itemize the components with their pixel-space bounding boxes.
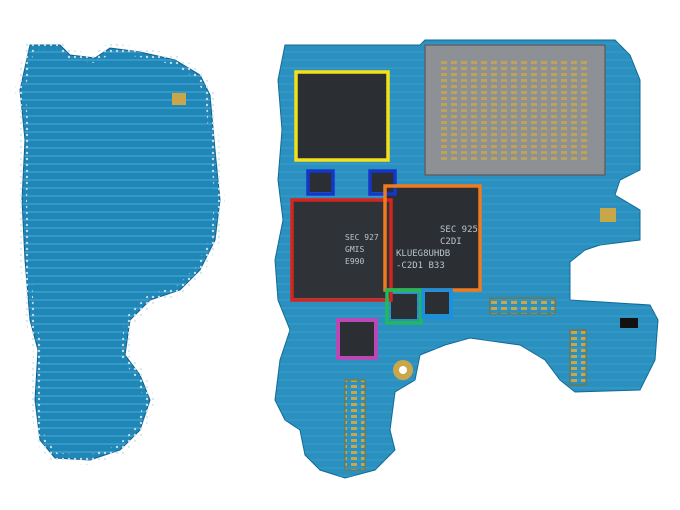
gold-pad	[172, 93, 186, 105]
sensor-component	[620, 318, 638, 328]
processor-chip	[292, 200, 390, 298]
highlight-boxes	[290, 70, 482, 360]
highlight-light-blue	[421, 288, 453, 319]
processor-chip-label-3: E990	[345, 257, 364, 266]
highlight-green	[385, 288, 423, 325]
small-chip	[309, 172, 332, 192]
processor-chip-label-1: SEC 927	[345, 233, 379, 242]
flex-connector	[344, 379, 366, 471]
gold-pad	[600, 208, 616, 222]
highlight-blue-left	[306, 169, 335, 196]
flex-connector	[569, 329, 587, 386]
small-chip	[425, 292, 449, 314]
highlight-yellow	[294, 70, 390, 162]
processor-chip-label-2: GMIS	[345, 245, 364, 254]
small-chip	[391, 294, 417, 319]
small-chip	[340, 322, 374, 356]
highlight-magenta	[336, 318, 378, 360]
memory-chip-label-2: C2DI	[440, 237, 462, 247]
right-logic-board: SEC 925 C2DI KLUEG8UHDB -C2D1 B33 SEC 92…	[274, 39, 659, 479]
chip-yellow-region	[296, 72, 388, 160]
memory-chip	[385, 186, 480, 290]
memory-chip-label-1: SEC 925	[440, 225, 478, 235]
highlight-blue-right	[368, 169, 397, 196]
memory-chip-label-4: -C2D1 B33	[396, 261, 445, 271]
memory-chip-label-3: KLUEG8UHDB	[396, 249, 450, 259]
flex-connector	[489, 297, 556, 315]
left-circuit-board	[14, 40, 226, 466]
small-chip	[371, 172, 394, 192]
highlight-red	[290, 198, 393, 302]
